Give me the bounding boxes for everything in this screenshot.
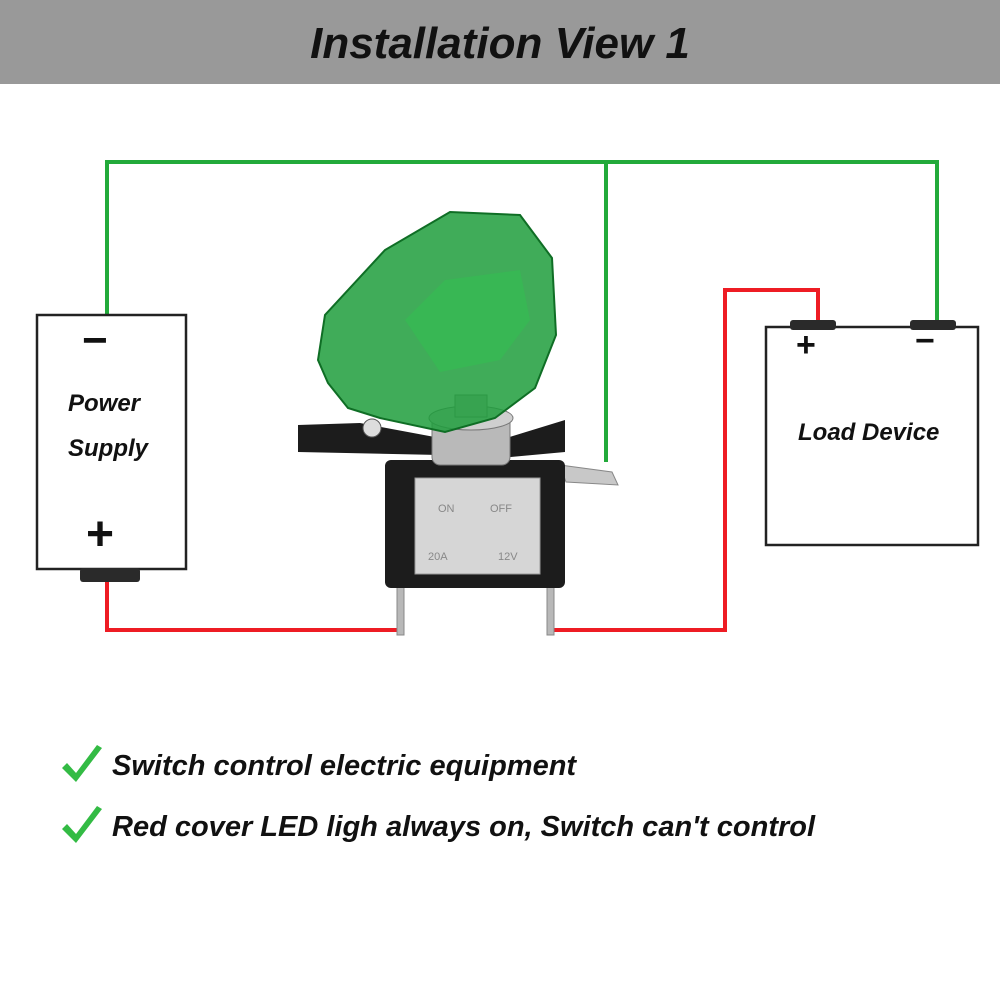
load-device-label: Load Device	[798, 419, 940, 446]
switch-plate	[414, 477, 541, 575]
note-text: Red cover LED ligh always on, Switch can…	[112, 810, 816, 843]
load-negative-terminal	[910, 320, 956, 330]
switch-cover-base-left	[298, 423, 440, 455]
negative-wires	[105, 160, 939, 462]
header-bar	[0, 0, 1000, 84]
switch-marking-on: ON	[438, 503, 455, 515]
supply-to-switch-wire	[105, 582, 398, 632]
power-supply-label-line2: Supply	[68, 435, 149, 462]
note-item: Red cover LED ligh always on, Switch can…	[58, 802, 815, 852]
power-supply-label-line1: Power	[68, 390, 141, 417]
power-supply-terminal	[80, 568, 140, 582]
power-supply-box	[35, 313, 188, 571]
checkmark-icon	[62, 745, 102, 782]
power-supply-plus: +	[86, 508, 115, 561]
cover-highlight	[405, 270, 530, 372]
page-title: Installation View 1	[310, 19, 690, 68]
ground-wire	[105, 160, 939, 322]
switch-side-pin	[559, 464, 619, 486]
toggle-switch: ON OFF 20A 12V	[298, 210, 619, 636]
load-positive-terminal	[790, 320, 836, 330]
note-item: Switch control electric equipment	[58, 741, 576, 791]
load-device-minus: −	[915, 322, 935, 360]
switch-marking-volts: 12V	[498, 551, 518, 563]
switch-marking-amps: 20A	[428, 551, 448, 563]
cover-hinge-screw	[362, 418, 382, 438]
power-supply-minus: −	[82, 316, 108, 365]
checkmark-icon	[62, 806, 102, 843]
switch-marking-off: OFF	[490, 503, 512, 515]
load-device-plus: +	[796, 326, 816, 364]
switch-to-load-wire	[553, 288, 820, 632]
load-device-box	[764, 325, 980, 547]
positive-wires	[105, 288, 820, 632]
switch-cover-base-right	[500, 420, 565, 458]
note-text: Switch control electric equipment	[112, 749, 577, 782]
